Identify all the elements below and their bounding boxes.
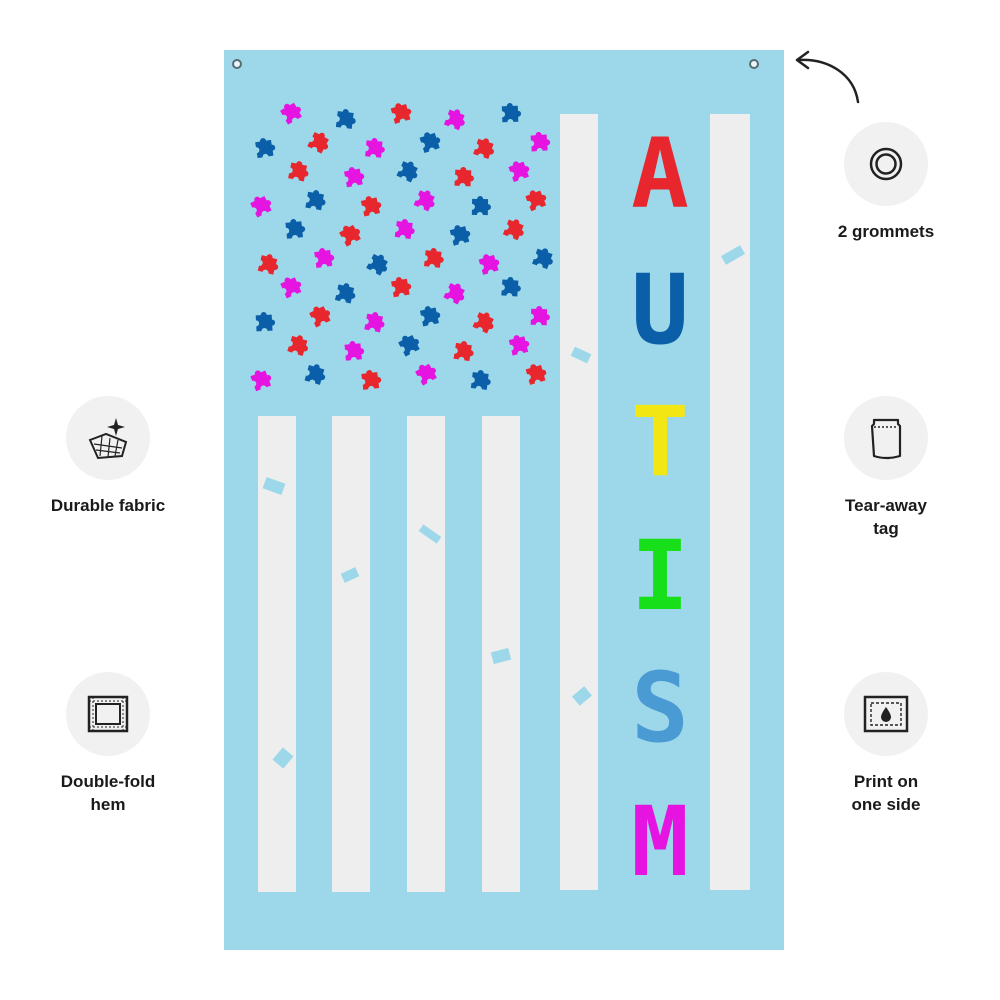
- feature-double-fold-hem: Double-fold hem: [23, 672, 193, 816]
- puzzle-piece-icon: [309, 306, 331, 328]
- puzzle-piece-icon: [501, 103, 522, 123]
- puzzle-piece-icon: [471, 196, 491, 216]
- puzzle-piece-icon: [365, 138, 385, 158]
- puzzle-piece-icon: [344, 167, 365, 188]
- tag-icon: [844, 396, 928, 480]
- feature-label: 2 grommets: [837, 222, 935, 241]
- puzzle-piece-icon: [419, 132, 441, 153]
- feature-print-one-side: Print on one side: [801, 672, 971, 816]
- puzzle-piece-icon: [473, 138, 494, 160]
- puzzle-piece-icon: [335, 109, 356, 129]
- puzzle-piece-icon: [443, 283, 465, 305]
- flag-stripe: [332, 416, 370, 892]
- puzzle-piece-icon: [304, 364, 326, 385]
- puzzle-piece-icon: [398, 334, 420, 357]
- puzzle-piece-icon: [508, 335, 530, 356]
- left-grommet: [232, 59, 242, 69]
- right-grommet: [749, 59, 759, 69]
- puzzle-piece-icon: [394, 219, 415, 240]
- puzzle-piece-icon: [525, 190, 547, 212]
- flag-stripe: [258, 416, 296, 892]
- puzzle-piece-icon: [470, 370, 491, 390]
- flag-stripe: [560, 114, 598, 890]
- flag-letter-a: A: [631, 118, 689, 230]
- puzzle-piece-icon: [285, 219, 306, 239]
- feature-tear-away-tag: Tear-away tag: [801, 396, 971, 540]
- puzzle-piece-icon: [361, 370, 382, 390]
- flag-stripe: [407, 416, 445, 892]
- flag-product-image: A U T I S M: [224, 50, 784, 950]
- puzzle-piece-icon: [454, 167, 474, 187]
- puzzle-piece-icon: [288, 161, 309, 182]
- puzzle-piece-icon: [530, 306, 550, 326]
- puzzle-piece-icon: [443, 109, 465, 131]
- puzzle-piece-icon: [530, 132, 551, 152]
- puzzle-piece-icon: [449, 225, 471, 246]
- puzzle-piece-icon: [396, 161, 418, 183]
- puzzle-piece-icon: [344, 341, 365, 361]
- puzzle-piece-icon: [415, 363, 437, 386]
- feature-grommets: 2 grommets: [801, 122, 971, 243]
- puzzle-piece-icon: [280, 102, 302, 125]
- puzzle-piece-icon: [453, 341, 474, 362]
- puzzle-piece-icon: [413, 190, 435, 212]
- grommet-icon: [844, 122, 928, 206]
- puzzle-piece-icon: [314, 248, 335, 269]
- puzzle-piece-icon: [390, 103, 412, 124]
- puzzle-piece-icon: [339, 224, 361, 247]
- flag-letter-i: I: [631, 520, 689, 632]
- puzzle-star-field: [250, 102, 553, 392]
- print-icon: [844, 672, 928, 756]
- curved-arrow-icon: [795, 50, 860, 104]
- puzzle-piece-icon: [366, 253, 388, 276]
- puzzle-piece-icon: [478, 254, 500, 275]
- feature-label: Double-fold hem: [60, 772, 156, 814]
- puzzle-piece-icon: [360, 196, 382, 217]
- puzzle-piece-icon: [305, 190, 326, 211]
- feature-label: Print on one side: [851, 772, 921, 814]
- puzzle-piece-icon: [391, 277, 412, 298]
- flag-letter-u: U: [631, 254, 689, 366]
- fabric-icon: [66, 396, 150, 480]
- puzzle-piece-icon: [364, 312, 385, 333]
- flag-letter-t: T: [631, 386, 689, 498]
- puzzle-piece-icon: [532, 248, 553, 270]
- puzzle-piece-icon: [255, 138, 276, 159]
- hem-icon: [66, 672, 150, 756]
- feature-label: Durable fabric: [50, 496, 166, 515]
- flag-stripe: [710, 114, 750, 890]
- puzzle-piece-icon: [255, 312, 276, 332]
- puzzle-piece-icon: [334, 283, 356, 304]
- puzzle-piece-icon: [250, 370, 272, 392]
- puzzle-piece-icon: [419, 306, 441, 327]
- feature-durable-fabric: Durable fabric: [23, 396, 193, 517]
- puzzle-piece-icon: [501, 277, 521, 297]
- puzzle-piece-icon: [508, 161, 530, 183]
- puzzle-piece-icon: [423, 248, 444, 268]
- puzzle-piece-icon: [502, 219, 524, 241]
- puzzle-piece-icon: [280, 277, 302, 299]
- puzzle-piece-icon: [250, 196, 272, 218]
- puzzle-piece-icon: [472, 312, 494, 334]
- feature-label: Tear-away tag: [845, 496, 927, 538]
- puzzle-piece-icon: [525, 364, 547, 385]
- puzzle-piece-icon: [257, 254, 279, 275]
- flag-letter-m: M: [631, 786, 689, 898]
- puzzle-piece-icon: [287, 335, 308, 356]
- puzzle-piece-icon: [307, 131, 329, 154]
- flag-letter-s: S: [631, 652, 689, 764]
